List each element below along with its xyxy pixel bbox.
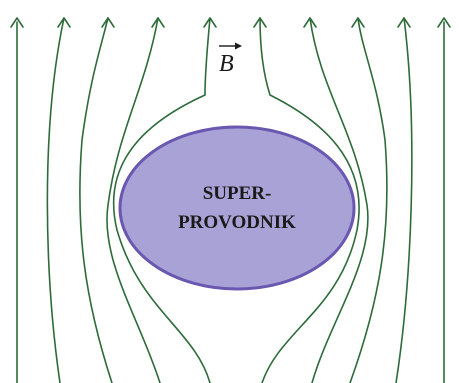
- field-line-arrow-icon: [437, 17, 451, 28]
- superconductor-label-line2: PROVODNIK: [178, 212, 296, 233]
- superconductor-ellipse: [118, 125, 356, 291]
- field-symbol-b: B: [219, 42, 242, 77]
- field-line-arrow-icon: [57, 17, 71, 28]
- field-line-arrow-icon: [101, 17, 115, 28]
- field-line-9: [395, 17, 413, 383]
- vector-arrow-icon: [219, 42, 242, 50]
- field-line-8: [349, 17, 388, 383]
- field-line-arrow-icon: [303, 17, 317, 28]
- field-line-2: [46, 17, 65, 383]
- superconductor-label-line1: SUPER-: [203, 183, 272, 204]
- field-line-4: [106, 17, 161, 383]
- field-line-arrow-icon: [397, 17, 411, 28]
- field-line-arrow-icon: [253, 17, 267, 28]
- field-line-arrow-icon: [10, 17, 24, 28]
- field-line-arrow-icon: [351, 17, 365, 28]
- field-line-3: [79, 17, 113, 383]
- field-line-7: [309, 17, 369, 383]
- field-symbol-letter: B: [219, 51, 234, 77]
- field-line-arrow-icon: [203, 17, 217, 28]
- magnetic-field-lines: [10, 17, 451, 383]
- field-line-6: [259, 17, 360, 383]
- field-line-arrow-icon: [151, 17, 165, 28]
- field-line-5: [112, 17, 211, 383]
